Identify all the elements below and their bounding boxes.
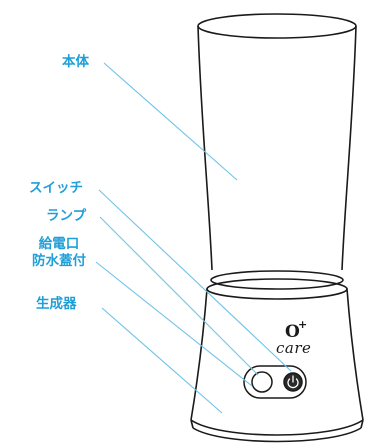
base-outline: [190, 270, 364, 443]
label-power-port-line2: 防水蓋付: [32, 253, 86, 269]
leader-line-generator: [101, 307, 223, 414]
lamp-ring: [251, 371, 273, 393]
leader-line-switch: [98, 189, 292, 372]
leader-line-lamp: [99, 216, 259, 376]
logo-plus: +: [298, 318, 308, 331]
label-generator: 生成器: [36, 296, 77, 312]
leader-line-port: [95, 261, 253, 387]
label-lamp: ランプ: [46, 208, 87, 224]
logo-o: O: [285, 322, 300, 342]
upper-body-outline: [197, 13, 357, 271]
label-power-port-line1: 給電口: [38, 236, 80, 252]
leader-line-body: [103, 62, 238, 181]
logo-care: care: [276, 339, 312, 357]
leader-lines: [95, 62, 292, 414]
label-body: 本体: [62, 54, 89, 70]
label-power-port: 給電口 防水蓋付: [32, 236, 86, 270]
label-switch: スイッチ: [29, 180, 83, 196]
power-icon: [287, 375, 299, 389]
